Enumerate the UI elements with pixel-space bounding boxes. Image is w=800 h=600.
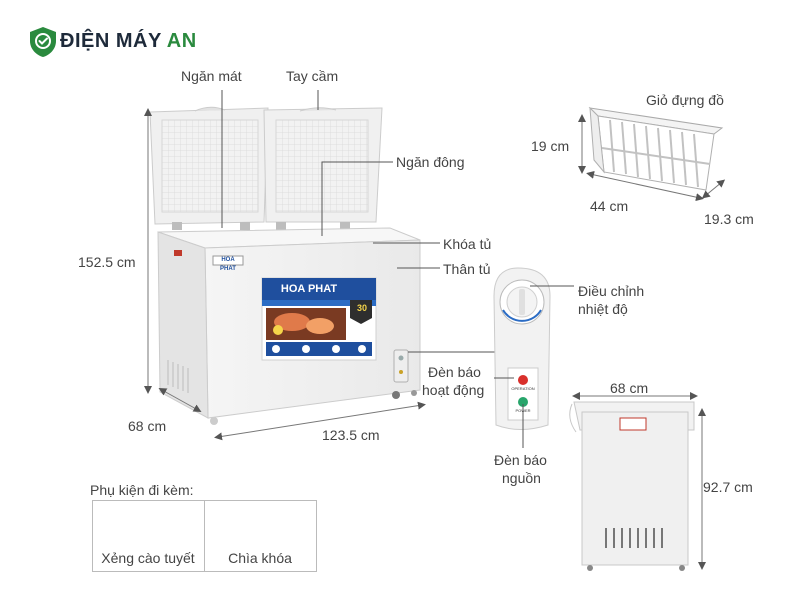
freezer-side-view	[569, 401, 695, 571]
freezer-main	[149, 106, 421, 425]
front-brand-plate: HOA PHAT	[220, 257, 236, 272]
accessory-item	[92, 500, 205, 572]
label-den-nguon-line1: Đèn báo	[494, 452, 547, 468]
dim-depth-text: 68 cm	[128, 418, 167, 434]
hinge	[172, 222, 182, 230]
panel-operation-label: OPERATION	[511, 386, 535, 391]
label-gio-dung-do: Giỏ đựng đồ	[646, 92, 724, 108]
label-ngan-mat: Ngăn mát	[181, 68, 242, 84]
lid-left	[149, 106, 269, 225]
decal-badge: 30	[356, 303, 367, 313]
accessory-item	[204, 500, 317, 572]
operation-light	[518, 375, 528, 385]
label-khoa-tu: Khóa tủ	[443, 236, 492, 252]
dim-basket-length-text: 44 cm	[590, 198, 629, 214]
shield-check-icon	[30, 27, 56, 57]
brand-logo	[28, 26, 58, 58]
dim-side-height-text: 92.7 cm	[703, 479, 753, 495]
accessories-title: Phụ kiện đi kèm:	[90, 482, 194, 498]
dim-width-text: 123.5 cm	[322, 427, 380, 443]
hinge	[276, 222, 286, 230]
label-dieu-chinh-line1: Điều chỉnh	[578, 283, 645, 299]
label-tay-cam: Tay cầm	[286, 68, 339, 84]
basket-drawing	[588, 106, 724, 191]
dim-side-depth-text: 68 cm	[610, 380, 649, 396]
brand-name-part2: AN	[166, 30, 197, 52]
panel-power-label: POWER	[515, 408, 531, 413]
dim-basket-width-text: 19.3 cm	[704, 211, 754, 227]
front-decal	[261, 277, 377, 361]
hinge	[240, 222, 250, 230]
label-den-hoat-dong-line2: hoạt động	[422, 382, 485, 398]
hinge	[340, 222, 350, 230]
label-den-nguon-line2: nguồn	[502, 470, 541, 486]
label-den-hoat-dong-line1: Đèn báo	[428, 364, 481, 380]
dim-depth-line	[158, 388, 202, 412]
decal-logo-text: HOA PHAT	[280, 283, 338, 295]
brand-name: ĐIỆN MÁY AN	[60, 30, 197, 53]
accessory-label: Xẻng cào tuyết	[101, 550, 195, 566]
dim-basket-height-text: 19 cm	[531, 138, 570, 154]
dim-basket-width-line	[701, 179, 726, 199]
brand-name-part1: ĐIỆN MÁY	[60, 30, 162, 52]
label-dieu-chinh-line2: nhiệt độ	[578, 301, 628, 317]
dim-basket-length-line	[586, 170, 704, 202]
power-light	[518, 397, 528, 407]
accessory-label: Chìa khóa	[228, 550, 292, 566]
label-than-tu: Thân tủ	[443, 261, 491, 277]
dim-width-line	[214, 401, 426, 441]
lid-right	[263, 107, 383, 223]
control-panel-drawing	[493, 267, 551, 430]
label-ngan-dong: Ngăn đông	[396, 154, 465, 170]
callout-ngan-dong	[321, 161, 393, 236]
dim-height-text: 152.5 cm	[78, 254, 136, 270]
